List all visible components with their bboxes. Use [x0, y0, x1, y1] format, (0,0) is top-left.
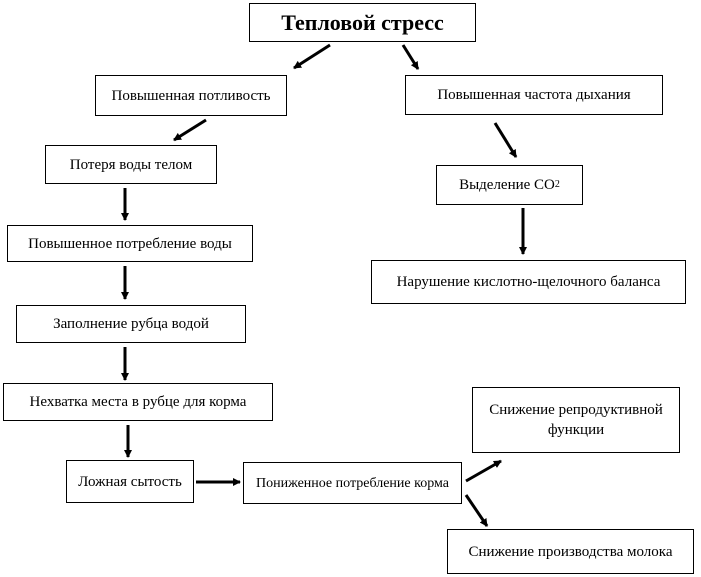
- node-heat-stress: Тепловой стресс: [249, 3, 476, 42]
- node-feed-intake: Пониженное потребление корма: [243, 462, 462, 504]
- co2-text: Выделение СО: [459, 177, 555, 193]
- arrow-feed-to-reproduction: [465, 459, 502, 483]
- node-reproduction: Снижение репродуктивной функции: [472, 387, 680, 453]
- node-rumen-space: Нехватка места в рубце для корма: [3, 383, 273, 421]
- arrow-sweating-to-waterloss: [173, 118, 207, 142]
- node-rumen-water: Заполнение рубца водой: [16, 305, 246, 343]
- node-acid-base: Нарушение кислотно-щелочного баланса: [371, 260, 686, 304]
- node-water-loss: Потеря воды телом: [45, 145, 217, 184]
- node-sweating: Повышенная потливость: [95, 75, 287, 116]
- arrow-feed-to-milk: [464, 494, 489, 527]
- arrow-stress-to-breathing: [401, 44, 420, 70]
- node-false-satiety: Ложная сытость: [66, 460, 194, 503]
- node-water-intake: Повышенное потребление воды: [7, 225, 253, 262]
- co2-subscript: 2: [554, 179, 560, 190]
- arrow-breathing-to-co2: [493, 122, 518, 158]
- node-milk: Снижение производства молока: [447, 529, 694, 574]
- node-breathing: Повышенная частота дыхания: [405, 75, 663, 115]
- arrow-stress-to-sweating: [293, 43, 331, 70]
